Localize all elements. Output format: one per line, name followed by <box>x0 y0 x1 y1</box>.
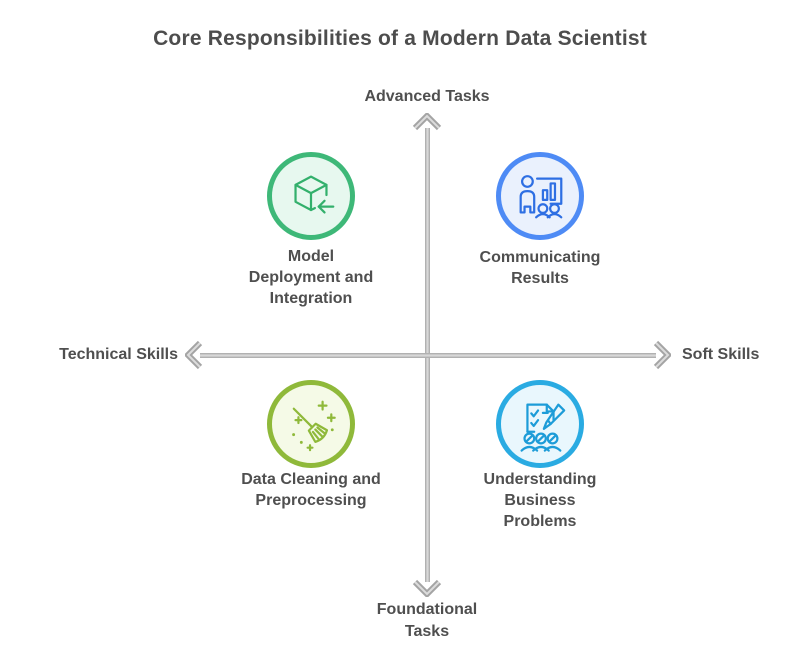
horizontal-axis-line <box>200 353 656 358</box>
arrow-right-icon <box>653 340 671 370</box>
cleaning-broom-icon <box>267 380 355 468</box>
arrow-up-icon <box>412 113 442 131</box>
quadrant-label-communicating-results: Communicating Results <box>479 249 601 287</box>
axis-label-foundational-tasks: Foundational Tasks <box>376 601 478 640</box>
quadrant-label-data-cleaning: Data Cleaning and Preprocessing <box>241 471 381 509</box>
presentation-chart-icon <box>496 152 584 240</box>
checklist-pencil-icon <box>496 380 584 468</box>
page-title: Core Responsibilities of a Modern Data S… <box>153 27 647 50</box>
quadrant-label-understanding-business: Understanding Business Problems <box>483 471 597 530</box>
axis-label-soft-skills: Soft Skills <box>682 346 760 363</box>
arrow-left-icon <box>185 340 203 370</box>
axis-label-technical-skills: Technical Skills <box>59 346 178 363</box>
arrow-down-icon <box>412 579 442 597</box>
quadrant-label-model-deployment: Model Deployment and Integration <box>248 248 374 307</box>
deployment-cube-icon <box>267 152 355 240</box>
axis-label-advanced-tasks: Advanced Tasks <box>364 88 490 105</box>
